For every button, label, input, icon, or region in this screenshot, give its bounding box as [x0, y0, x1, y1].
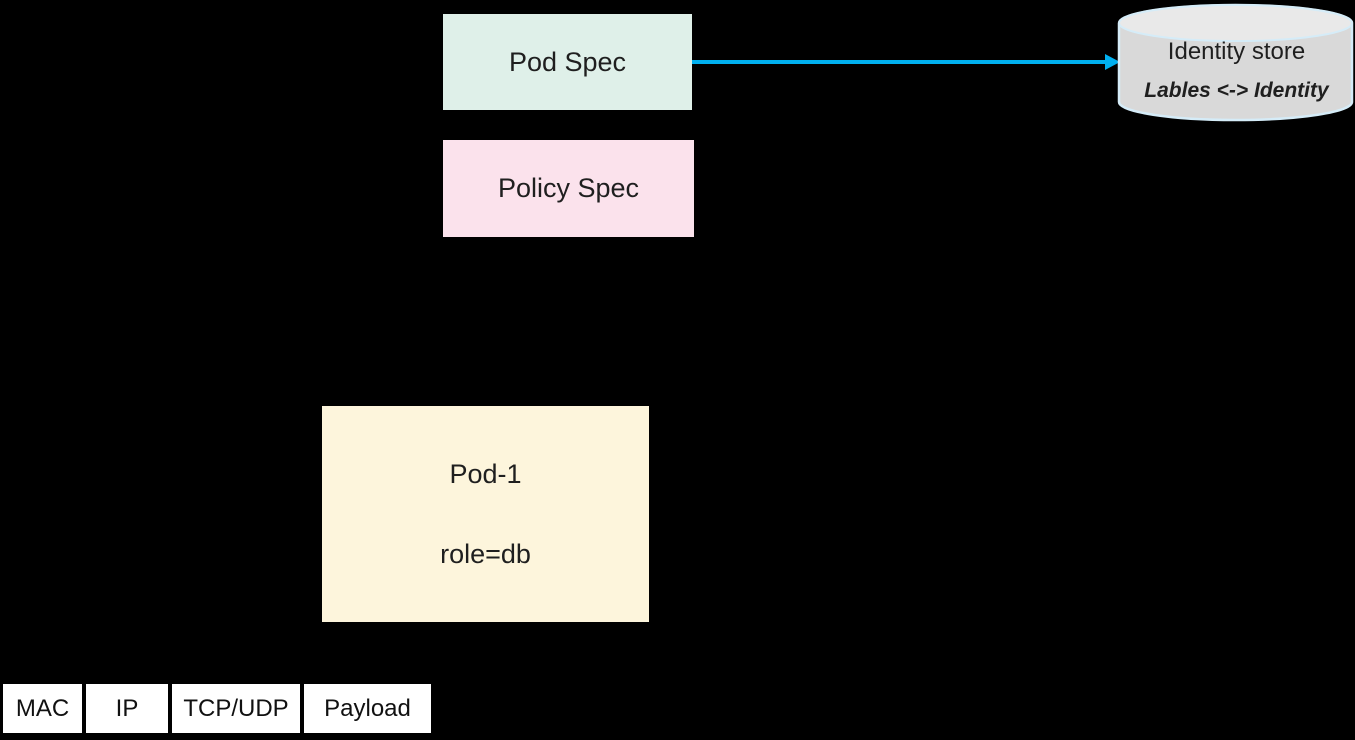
cylinder-top-shape	[1118, 4, 1353, 42]
packet-field-tcp-udp: TCP/UDP	[172, 684, 300, 733]
identity-store-node	[1117, 3, 1354, 122]
arrowhead-icon	[1105, 54, 1120, 70]
pod1-node: Pod-1 role=db	[322, 406, 649, 622]
pod1-role-label: role=db	[440, 539, 531, 569]
packet-row: MAC IP TCP/UDP Payload	[3, 684, 431, 733]
pod1-title: Pod-1	[449, 459, 522, 489]
policy-spec-label: Policy Spec	[497, 173, 640, 203]
pod-spec-label: Pod Spec	[508, 46, 627, 77]
packet-field-ip: IP	[86, 684, 168, 733]
packet-field-payload: Payload	[304, 684, 431, 733]
policy-spec-node: Policy Spec	[443, 140, 694, 237]
pod-spec-to-identity-store-arrow	[692, 54, 1120, 70]
pod-spec-node: Pod Spec	[443, 14, 692, 110]
identity-store-subtitle: Lables <-> Identity	[1144, 79, 1329, 102]
identity-store-title: Identity store	[1167, 38, 1306, 65]
packet-field-mac: MAC	[3, 684, 82, 733]
